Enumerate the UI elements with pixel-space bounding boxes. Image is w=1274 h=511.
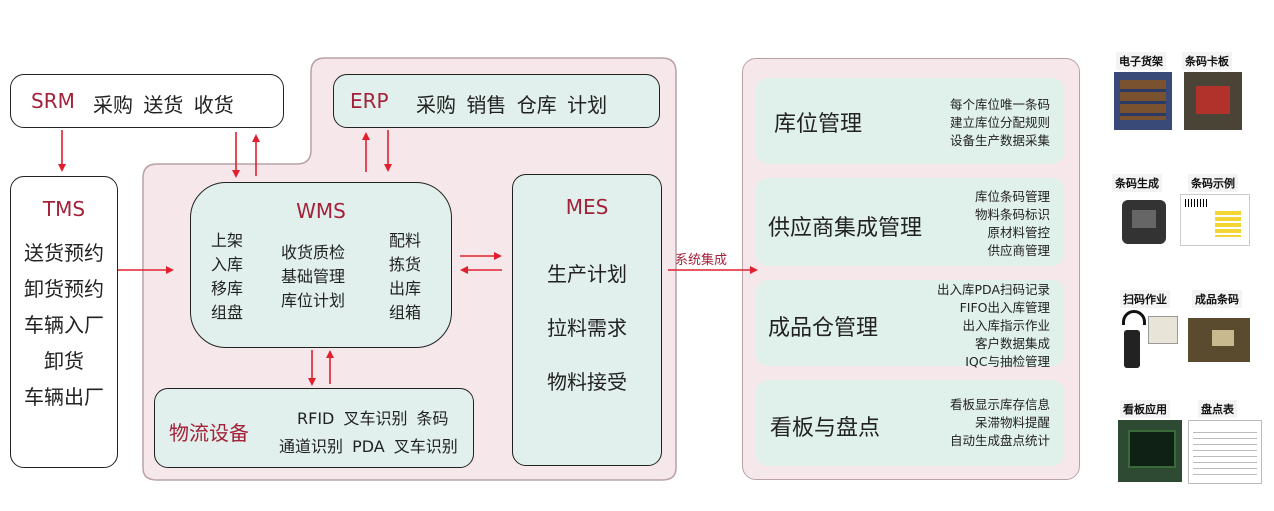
wms-name: WMS (296, 199, 346, 223)
label-printer-image (1118, 194, 1170, 248)
tms-item: 送货预约 (24, 241, 104, 265)
inventory-sheet-image (1188, 420, 1262, 484)
kanban-board-image (1118, 420, 1182, 482)
tms-name: TMS (42, 197, 86, 221)
module-desc-line: 自动生成盘点统计 (949, 433, 1050, 448)
wms-item: 上架 (211, 231, 244, 250)
barcode-pallet-image (1184, 72, 1242, 130)
logistics-line1: RFID 叉车识别 条码 (297, 409, 449, 428)
module-card: 供应商集成管理 库位条码管理 物料条码标识 原材料管控 供应商管理 (756, 178, 1064, 266)
mes-item: 物料接受 (547, 370, 627, 394)
wms-item: 入库 (211, 255, 244, 274)
srm-name: SRM (31, 89, 75, 113)
wifi-icon (1122, 310, 1146, 325)
module-desc-line: 原材料管控 (987, 225, 1050, 240)
module-title: 供应商集成管理 (768, 216, 923, 241)
module-desc-line: 供应商管理 (987, 243, 1050, 258)
thumb-caption: 电子货架 (1116, 52, 1166, 70)
module-desc: 每个库位唯一条码 建立库位分配规则 设备生产数据采集 (950, 96, 1050, 150)
mes-items: 生产计划 拉料需求 物料接受 (513, 247, 661, 409)
module-desc-line: IQC与抽检管理 (965, 354, 1050, 369)
tms-item: 车辆出厂 (24, 385, 104, 409)
erp-name: ERP (350, 89, 389, 113)
logistics-name: 物流设备 (169, 421, 249, 445)
thumb-caption: 条码示例 (1188, 174, 1238, 192)
wms-item: 库位计划 (281, 291, 346, 310)
wms-item: 收货质检 (281, 243, 346, 262)
module-desc-line: 物料条码标识 (974, 207, 1050, 222)
module-desc-line: 出入库PDA扫码记录 (937, 282, 1050, 297)
wms-item: 基础管理 (281, 267, 346, 286)
wms-col1: 上架 入库 移库 组盘 (211, 229, 243, 325)
wms-item: 组盘 (211, 303, 244, 322)
wms-col3: 配料 拣货 出库 组箱 (389, 229, 421, 325)
logistics-line2: 通道识别 PDA 叉车识别 (279, 437, 458, 456)
logistics-box: 物流设备 RFID 叉车识别 条码 通道识别 PDA 叉车识别 (154, 388, 474, 468)
module-desc-line: 客户数据集成 (974, 336, 1050, 351)
wms-col2: 收货质检 基础管理 库位计划 (281, 241, 345, 313)
module-title: 成品仓管理 (768, 316, 879, 341)
finished-goods-barcode-image (1188, 318, 1250, 362)
thumb-caption: 看板应用 (1120, 400, 1170, 418)
module-desc-line: 出入库指示作业 (962, 318, 1050, 333)
erp-box: ERP 采购 销售 仓库 计划 (333, 74, 660, 128)
scanner-image (1118, 310, 1178, 370)
module-desc-line: 库位条码管理 (974, 189, 1050, 204)
tms-box: TMS 送货预约 卸货预约 车辆入厂 卸货 车辆出厂 (10, 176, 118, 468)
module-title: 看板与盘点 (770, 416, 881, 441)
integration-label: 系统集成 (675, 253, 728, 268)
wms-item: 配料 (389, 231, 422, 250)
thumb-caption: 条码生成 (1112, 174, 1162, 192)
module-card: 库位管理 每个库位唯一条码 建立库位分配规则 设备生产数据采集 (756, 78, 1064, 164)
module-desc-line: 看板显示库存信息 (949, 397, 1050, 412)
thumb-caption: 成品条码 (1192, 290, 1242, 308)
erp-items: 采购 销售 仓库 计划 (416, 93, 608, 117)
barcode-sample-image (1180, 194, 1250, 246)
wms-item: 出库 (389, 279, 422, 298)
module-desc: 库位条码管理 物料条码标识 原材料管控 供应商管理 (975, 188, 1050, 260)
module-desc-line: FIFO出入库管理 (959, 300, 1050, 315)
srm-items: 采购 送货 收货 (93, 93, 234, 117)
module-card: 看板与盘点 看板显示库存信息 呆滞物料提醒 自动生成盘点统计 (756, 380, 1064, 466)
module-desc-line: 建立库位分配规则 (949, 115, 1050, 130)
module-desc-line: 每个库位唯一条码 (949, 97, 1050, 112)
wms-item: 组箱 (389, 303, 422, 322)
module-desc-line: 设备生产数据采集 (949, 133, 1050, 148)
tms-items: 送货预约 卸货预约 车辆入厂 卸货 车辆出厂 (11, 235, 117, 415)
tms-item: 卸货预约 (24, 277, 104, 301)
module-desc: 出入库PDA扫码记录 FIFO出入库管理 出入库指示作业 客户数据集成 IQC与… (937, 281, 1050, 371)
mes-item: 生产计划 (547, 262, 627, 286)
mes-box: MES 生产计划 拉料需求 物料接受 (512, 174, 662, 466)
electronic-shelf-image (1114, 72, 1172, 130)
tms-item: 卸货 (44, 349, 84, 373)
wms-item: 移库 (211, 279, 244, 298)
module-desc-line: 呆滞物料提醒 (974, 415, 1050, 430)
mes-item: 拉料需求 (547, 316, 627, 340)
srm-box: SRM 采购 送货 收货 (10, 74, 284, 128)
tms-item: 车辆入厂 (24, 313, 104, 337)
thumb-caption: 盘点表 (1198, 400, 1237, 418)
wms-box: WMS 上架 入库 移库 组盘 收货质检 基础管理 库位计划 配料 拣货 出库 … (190, 182, 452, 348)
wms-item: 拣货 (389, 255, 422, 274)
mes-name: MES (565, 195, 609, 219)
thumb-caption: 条码卡板 (1182, 52, 1232, 70)
thumb-caption: 扫码作业 (1120, 290, 1170, 308)
module-desc: 看板显示库存信息 呆滞物料提醒 自动生成盘点统计 (950, 396, 1050, 450)
module-card: 成品仓管理 出入库PDA扫码记录 FIFO出入库管理 出入库指示作业 客户数据集… (756, 280, 1064, 369)
module-title: 库位管理 (774, 112, 863, 137)
